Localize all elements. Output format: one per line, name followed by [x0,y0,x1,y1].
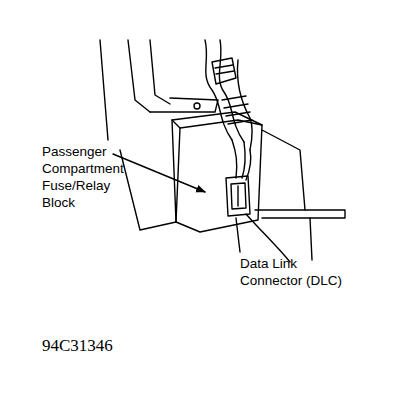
dash-panel [262,130,305,210]
wire [246,214,290,262]
part-label: Data Link Connector (DLC) [240,255,352,289]
mount-bracket [150,98,218,112]
wire-harness [205,40,232,140]
dash-panel [120,150,176,230]
harness-connector [215,65,234,74]
fuse-block-edge [172,120,180,222]
figure-number: 94C31346 [42,336,182,356]
dash-panel [310,218,312,260]
dash-edge [150,40,170,104]
part-label: Passenger Compartment Fuse/Relay Block [42,143,134,211]
dash-edge [128,40,150,112]
bracket-hole [194,103,200,109]
data-link-connector [226,176,250,216]
dash-edge [100,40,108,140]
fuse-block-edge [180,120,262,128]
dash-panel [255,210,345,218]
connector-face [231,183,246,209]
leader-line [236,218,240,252]
harness-connector [212,58,236,84]
connector-face [237,186,238,206]
leader-line [113,154,205,192]
fuse-relay-block [172,112,262,232]
harness-wrap [222,96,252,124]
wire-harness [232,140,251,180]
